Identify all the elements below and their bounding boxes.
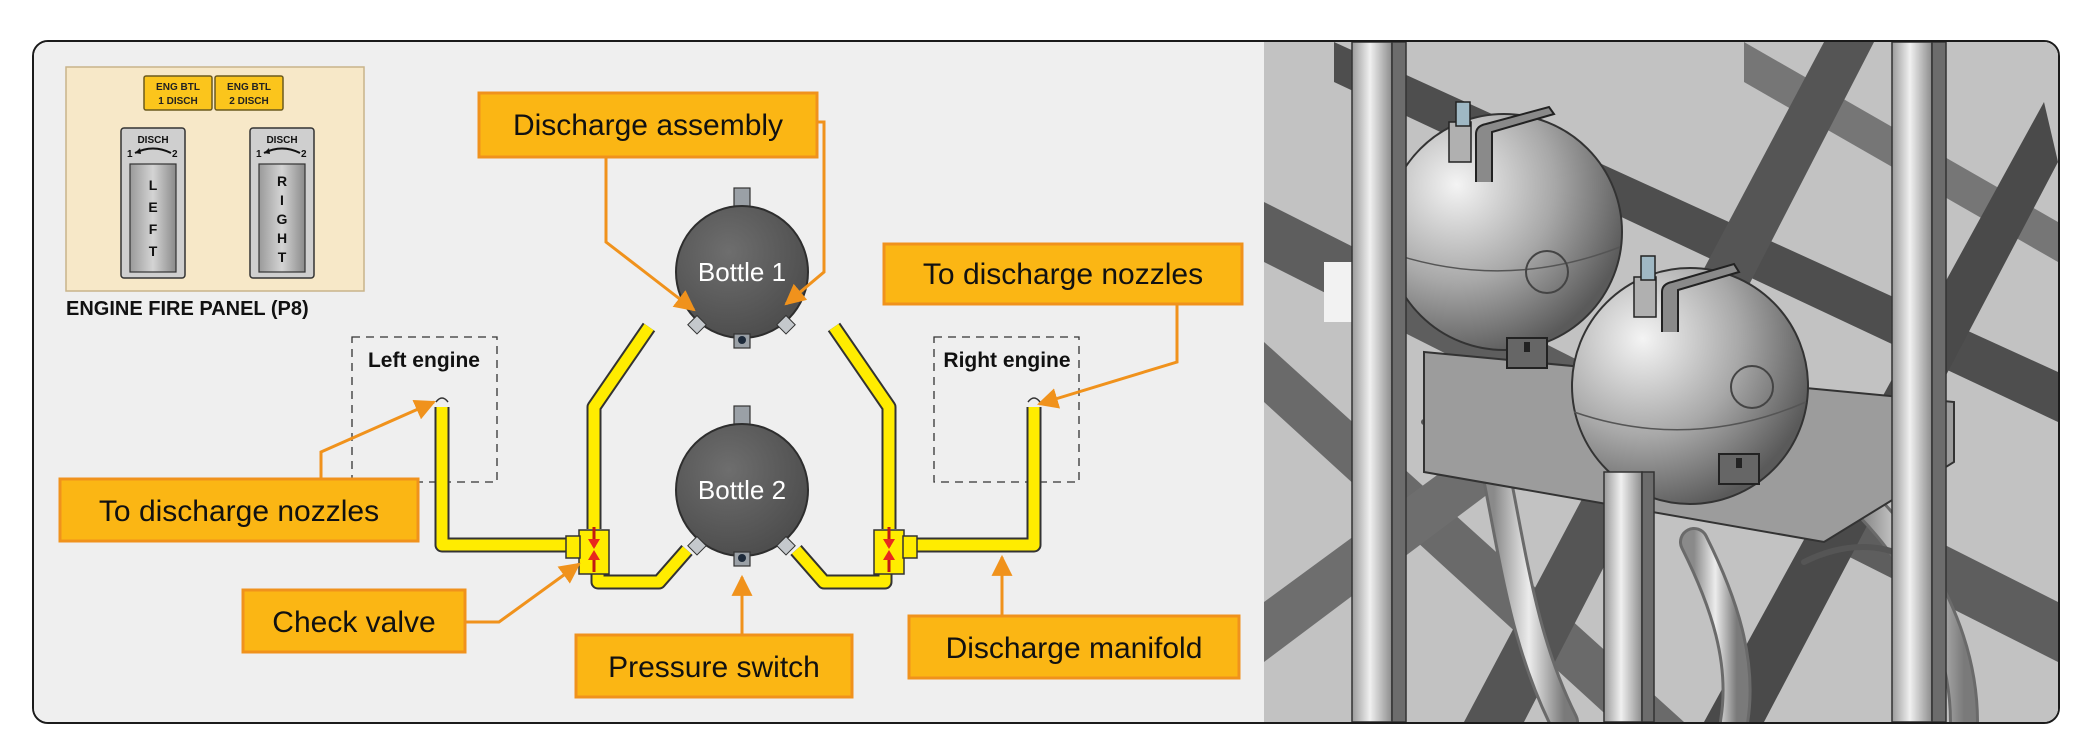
bottle-installation-illustration <box>1264 42 2058 722</box>
fire-handle-left[interactable]: DISCH 1 2 L E F T <box>120 127 186 279</box>
indicator-eng-btl-1-disch: ENG BTL 1 DISCH <box>143 75 213 111</box>
callout-pressure-switch-text: Pressure switch <box>608 651 820 684</box>
callout-discharge-manifold: Discharge manifold <box>907 614 1241 680</box>
indicator-1-line2: 1 DISCH <box>158 96 197 107</box>
schematic-svg: ENG BTL 1 DISCH ENG BTL 2 DISCH DISCH 1 … <box>58 66 1244 699</box>
callout-discharge-manifold-text: Discharge manifold <box>946 632 1203 665</box>
handle-right-arrow-icon <box>264 148 270 154</box>
indicator-2-line1: ENG BTL <box>227 82 271 93</box>
leader-nozzles-left <box>319 400 436 482</box>
handle-right-letter-1: I <box>280 192 284 208</box>
handle-right-letter-3: H <box>277 230 287 246</box>
check-valve-left <box>565 527 610 575</box>
callout-discharge-assembly: Discharge assembly <box>477 91 819 159</box>
handle-right-letter-4: T <box>278 249 287 265</box>
vertical-beams <box>1351 42 1947 722</box>
diagram-frame: ENG BTL 1 DISCH ENG BTL 2 DISCH DISCH 1 … <box>32 40 2060 724</box>
bottle-1-sphere <box>1385 101 1623 369</box>
handle-left-letter-2: F <box>149 221 158 237</box>
callout-check-valve-text: Check valve <box>272 606 435 639</box>
handle-right-pos1: 1 <box>256 149 262 160</box>
leader-discharge-assembly-left <box>604 157 696 312</box>
handle-right-letter-2: G <box>277 211 288 227</box>
left-engine-zone <box>351 336 498 483</box>
leader-nozzles-right <box>1036 302 1179 409</box>
leader-check-valve <box>459 562 581 624</box>
leader-lines <box>319 120 1179 639</box>
callout-check-valve: Check valve <box>241 588 467 654</box>
handle-left-pos1: 1 <box>127 149 133 160</box>
callout-nozzles-right-text: To discharge nozzles <box>923 258 1203 291</box>
indicator-2-line2: 2 DISCH <box>229 96 268 107</box>
handle-left-disch: DISCH <box>137 135 168 146</box>
handle-left-letter-1: E <box>148 199 157 215</box>
check-valve-right <box>873 527 918 575</box>
callout-pressure-switch: Pressure switch <box>574 633 854 699</box>
handle-left-letter-3: T <box>149 243 158 259</box>
left-nozzle-end <box>435 397 449 403</box>
right-nozzle-end <box>1027 397 1041 403</box>
leader-discharge-assembly-right <box>784 120 826 306</box>
bottle-2-sphere <box>1571 255 1809 505</box>
handle-right-disch: DISCH <box>266 135 297 146</box>
handle-left-arrow-icon <box>135 148 141 154</box>
engine-fire-panel-title: ENGINE FIRE PANEL (P8) <box>66 298 309 320</box>
bottle-1-label: Bottle 1 <box>698 257 786 287</box>
callout-discharge-assembly-text: Discharge assembly <box>513 109 783 142</box>
right-engine-zone <box>933 336 1080 483</box>
right-engine-label: Right engine <box>943 349 1070 372</box>
handle-left-pos2: 2 <box>172 149 178 160</box>
handle-left-letter-0: L <box>149 177 158 193</box>
handle-right-pos2: 2 <box>301 149 307 160</box>
bottle-1: Bottle 1 <box>675 187 809 349</box>
handle-right-letter-0: R <box>277 173 287 189</box>
bottle-2: Bottle 2 <box>675 405 809 567</box>
engine-fire-panel: ENG BTL 1 DISCH ENG BTL 2 DISCH DISCH 1 … <box>65 66 365 292</box>
callout-nozzles-left: To discharge nozzles <box>58 477 420 543</box>
fire-handle-right[interactable]: DISCH 1 2 R I G H T <box>249 127 315 279</box>
indicator-eng-btl-2-disch: ENG BTL 2 DISCH <box>214 75 284 111</box>
bottle-2-label: Bottle 2 <box>698 475 786 505</box>
callout-nozzles-left-text: To discharge nozzles <box>99 495 379 528</box>
discharge-piping <box>434 322 1042 590</box>
callout-nozzles-right: To discharge nozzles <box>882 242 1244 306</box>
indicator-1-line1: ENG BTL <box>156 82 200 93</box>
left-engine-label: Left engine <box>368 349 480 372</box>
